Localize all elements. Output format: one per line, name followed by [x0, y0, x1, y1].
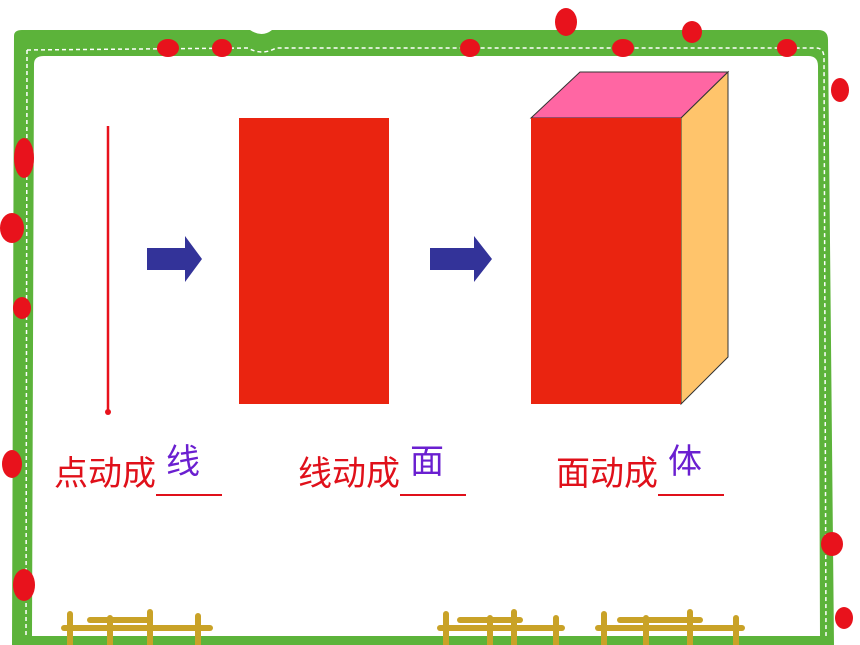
right-arrow-icon [430, 236, 492, 282]
line-end-point [105, 409, 111, 415]
caption-face-to-solid: 面动成体 [556, 442, 724, 496]
right-arrow-icon [147, 236, 202, 282]
frame-dot [460, 39, 480, 57]
rectangle-figure [239, 118, 389, 404]
frame-dot [13, 569, 35, 601]
frame-dot [835, 607, 853, 629]
frame-dot [212, 39, 232, 57]
frame-dot [2, 450, 22, 478]
caption-line-to-face: 线动成面 [298, 442, 466, 496]
answer-text: 体 [668, 442, 702, 482]
caption-point-to-line: 点动成线 [54, 442, 222, 496]
bamboo-decoration-middle [437, 609, 565, 645]
answer-blank: 体 [658, 442, 724, 496]
frame-dot [0, 213, 24, 243]
frame-dot [612, 39, 634, 57]
cuboid-front-face [531, 118, 681, 404]
caption-prefix: 线动成 [298, 454, 400, 494]
answer-text: 线 [166, 442, 200, 482]
answer-text: 面 [410, 442, 444, 482]
cuboid-figure [529, 70, 730, 406]
stitch-line [26, 47, 827, 637]
frame-dots [0, 8, 853, 629]
frame-dot [555, 8, 577, 36]
frame-dot [821, 532, 843, 556]
frame-dot [831, 78, 849, 102]
frame-dot [682, 21, 702, 43]
answer-blank: 面 [400, 442, 466, 496]
bamboo-decoration-left [61, 609, 213, 645]
caption-prefix: 点动成 [54, 454, 156, 494]
frame-dot [777, 39, 797, 57]
frame-dot [157, 39, 179, 57]
answer-blank: 线 [156, 442, 222, 496]
cuboid-side-face [680, 70, 729, 406]
bamboo-decoration-right [595, 609, 745, 645]
frame-dot [13, 297, 31, 319]
caption-prefix: 面动成 [556, 454, 658, 494]
frame-dot [14, 138, 34, 178]
